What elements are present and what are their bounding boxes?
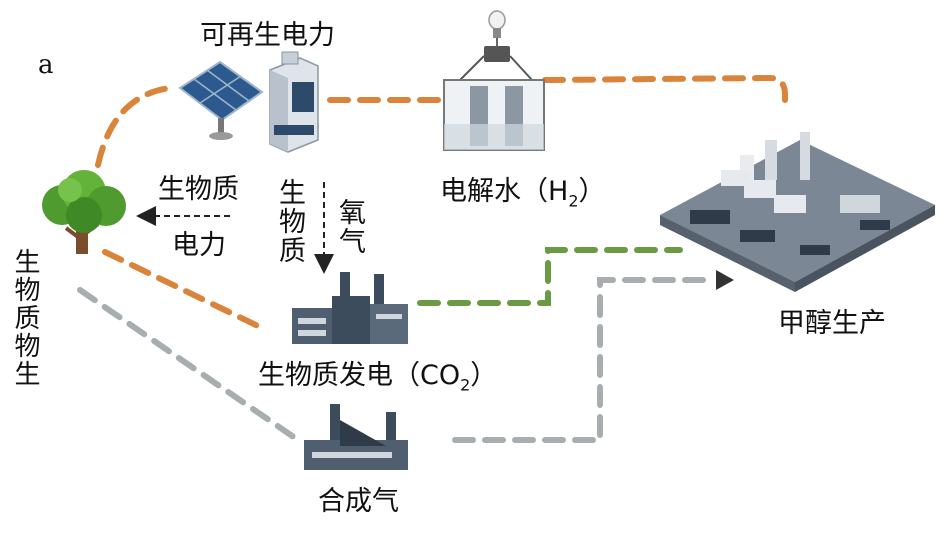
orange-flow-tree-to-biomass-power	[102, 249, 265, 331]
biomass-growth-label: 生物质物生	[10, 248, 40, 388]
edge-label-oxygen: 氧气	[334, 198, 365, 256]
methanol-label: 甲醇生产	[778, 308, 886, 339]
gray-flow-syngas-to-methanol	[452, 277, 718, 443]
tree-icon	[42, 170, 126, 254]
green-flow-biomass-power-to-methanol	[417, 247, 683, 306]
renewable-label: 可再生电力	[200, 20, 335, 51]
biomass-power-label: 生物质发电（CO2）	[258, 360, 498, 395]
orange-flow-tree-to-solar	[95, 85, 173, 168]
biomass-power-plant-icon	[292, 272, 408, 344]
edge-label-biomass: 生物质	[158, 174, 239, 205]
panel-label: a	[38, 50, 54, 80]
gray-flow-arrowhead	[716, 270, 734, 290]
orange-flow-electrolysis-to-methanol	[542, 74, 788, 103]
solar-panel-icon	[178, 60, 264, 140]
methanol-plant-icon	[660, 132, 935, 292]
gray-flow-tree-to-syngas	[77, 287, 301, 443]
syngas-plant-icon	[304, 404, 408, 470]
edge-label-biomass-vertical: 生物质	[274, 178, 305, 265]
electrolyzer-icon	[443, 10, 545, 151]
cabinet-icon	[269, 51, 319, 153]
syngas-label: 合成气	[318, 486, 399, 517]
edge-label-electricity: 电力	[172, 230, 226, 261]
electrolysis-label: 电解水（H2）	[440, 176, 606, 211]
